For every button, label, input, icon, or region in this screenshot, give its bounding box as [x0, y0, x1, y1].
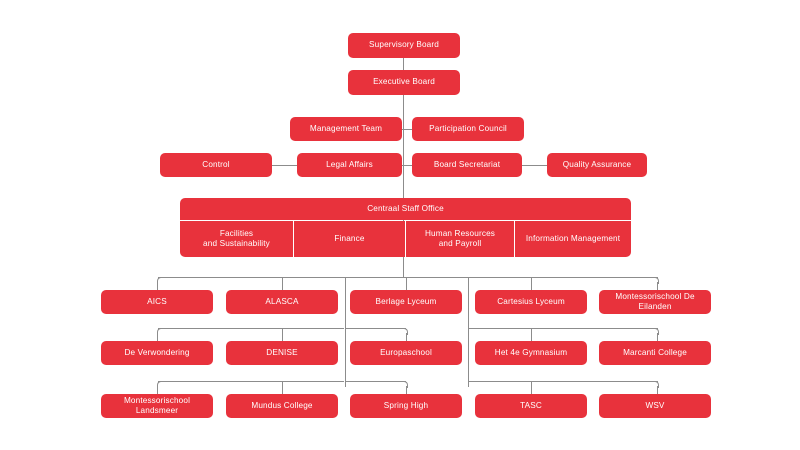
- node-tasc[interactable]: TASC: [475, 394, 587, 418]
- connector-drop-col3-row2: [406, 333, 407, 341]
- connector-row3-right-elbow: [652, 381, 659, 388]
- node-wsv[interactable]: WSV: [599, 394, 711, 418]
- node-cartesius-lyceum[interactable]: Cartesius Lyceum: [475, 290, 587, 314]
- node-management-team[interactable]: Management Team: [290, 117, 402, 141]
- connector-drop-col5-row3: [657, 386, 658, 394]
- connector-row2-right-elbow: [652, 328, 659, 335]
- connector-control-to-legal-affairs: [272, 165, 297, 166]
- connector-row3-mid-right-elbow: [401, 381, 408, 388]
- connector-drop-col2-row1: [282, 277, 283, 291]
- connector-school-spine-right: [468, 277, 469, 387]
- connector-drop-col2-row2: [282, 328, 283, 341]
- connector-drop-col5-row2: [657, 333, 658, 341]
- node-supervisory-board[interactable]: Supervisory Board: [348, 33, 460, 58]
- connector-schools-bus: [158, 277, 658, 278]
- node-executive-board[interactable]: Executive Board: [348, 70, 460, 95]
- connector-drop-col4-row2: [531, 328, 532, 341]
- connector-drop-col4-row1: [531, 277, 532, 291]
- node-participation-council[interactable]: Participation Council: [412, 117, 524, 141]
- node-finance[interactable]: Finance: [294, 221, 405, 257]
- connector-drop-col1-row3: [157, 386, 158, 394]
- node-montessorischool-landsmeer[interactable]: Montessorischool Landsmeer: [101, 394, 213, 418]
- node-board-secretariat[interactable]: Board Secretariat: [412, 153, 522, 177]
- node-legal-affairs[interactable]: Legal Affairs: [297, 153, 402, 177]
- connector-main-spine: [403, 95, 404, 277]
- connector-drop-col4-row3: [531, 381, 532, 394]
- connector-schools-bus-left-elbow: [157, 277, 164, 284]
- node-mundus-college[interactable]: Mundus College: [226, 394, 338, 418]
- node-europaschool[interactable]: Europaschool: [350, 341, 462, 365]
- node-denise[interactable]: DENISE: [226, 341, 338, 365]
- node-alasca[interactable]: ALASCA: [226, 290, 338, 314]
- node-marcanti-college[interactable]: Marcanti College: [599, 341, 711, 365]
- connector-schools-bus-row2: [158, 328, 344, 329]
- node-facilities-and-sustainability[interactable]: Facilities and Sustainability: [180, 221, 293, 257]
- connector-schools-bus-row2-mid: [346, 328, 406, 329]
- node-spring-high[interactable]: Spring High: [350, 394, 462, 418]
- connector-spine-to-board-secretariat: [404, 165, 412, 166]
- connector-row3-left-elbow: [157, 381, 164, 388]
- node-human-resources-and-payroll[interactable]: Human Resources and Payroll: [406, 221, 514, 257]
- connector-drop-col1-row1: [157, 282, 158, 291]
- node-control[interactable]: Control: [160, 153, 272, 177]
- node-de-verwondering[interactable]: De Verwondering: [101, 341, 213, 365]
- connector-drop-col3-row1: [406, 277, 407, 291]
- connector-drop-col1-row2: [157, 333, 158, 341]
- connector-row2-mid-right-elbow: [401, 328, 408, 335]
- connector-schools-bus-row3-right: [469, 381, 658, 382]
- node-berlage-lyceum[interactable]: Berlage Lyceum: [350, 290, 462, 314]
- connector-row2-left-elbow: [157, 328, 164, 335]
- node-information-management[interactable]: Information Management: [515, 221, 631, 257]
- connector-participation-council-stub: [404, 129, 412, 130]
- connector-schools-bus-right-elbow: [652, 277, 659, 284]
- connector-drop-col5-row1: [657, 282, 658, 291]
- node-het-4e-gymnasium[interactable]: Het 4e Gymnasium: [475, 341, 587, 365]
- connector-supervisory-to-executive: [403, 58, 404, 73]
- connector-schools-bus-row2-right: [469, 328, 658, 329]
- connector-school-spine-left: [345, 277, 346, 387]
- connector-schools-bus-row3: [158, 381, 344, 382]
- node-aics[interactable]: AICS: [101, 290, 213, 314]
- connector-schools-bus-row3-mid: [346, 381, 406, 382]
- node-quality-assurance[interactable]: Quality Assurance: [547, 153, 647, 177]
- connector-board-secretariat-to-quality: [522, 165, 547, 166]
- node-centraal-staff-office-header[interactable]: Centraal Staff Office: [180, 198, 631, 220]
- connector-drop-col3-row3: [406, 386, 407, 394]
- node-montessorischool-de-eilanden[interactable]: Montessorischool De Eilanden: [599, 290, 711, 314]
- connector-drop-col2-row3: [282, 381, 283, 394]
